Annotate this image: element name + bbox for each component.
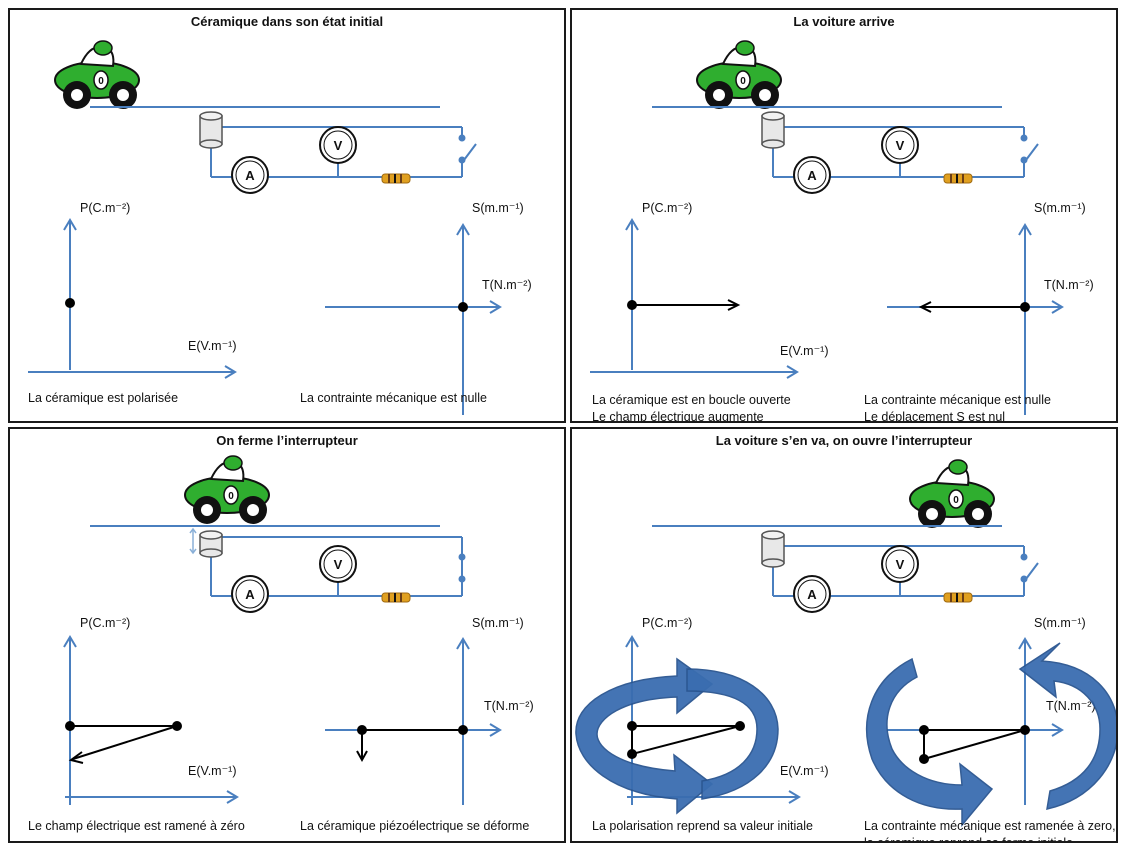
compression-arrow [189, 527, 197, 555]
panel-initial-state: Céramique dans son état initial 0 [8, 8, 566, 423]
strain-return-path [923, 729, 1026, 760]
caption-left: Le champ électrique est ramené à zéro [28, 819, 245, 833]
zero-field-point [627, 749, 637, 759]
car-number: 0 [740, 76, 746, 87]
circuit [90, 106, 477, 178]
field-point [735, 721, 745, 731]
voltmeter: V [881, 126, 919, 164]
circuit [652, 525, 1039, 597]
panel-title: On ferme l’interrupteur [216, 433, 358, 448]
svg-text:A: A [245, 587, 255, 602]
ceramic-cylinder-icon [199, 530, 223, 558]
e-axis-label: E(V.m⁻¹) [780, 344, 829, 358]
panel-car-leaves: La voiture s’en va, on ouvre l’interrupt… [570, 427, 1118, 843]
panel-diagram: 0 V A [28, 40, 532, 415]
stress-point [1020, 725, 1030, 735]
deformation-point [919, 725, 929, 735]
caption-left: La polarisation reprend sa valeur initia… [592, 819, 813, 833]
stress-arrow [918, 301, 1025, 313]
ammeter: A [793, 156, 831, 194]
s-t-graph [887, 223, 1064, 415]
panel-title: La voiture arrive [793, 14, 895, 29]
voltmeter: V [881, 545, 919, 583]
svg-text:V: V [896, 557, 905, 572]
circuit [652, 106, 1039, 178]
cycle-arrow-right-icon [865, 642, 1116, 828]
svg-text:V: V [896, 138, 905, 153]
e-axis-label: E(V.m⁻¹) [188, 339, 237, 353]
panel-diagram: 0 V A [575, 459, 1116, 828]
panel-title: La voiture s’en va, on ouvre l’interrupt… [715, 433, 973, 448]
t-axis-label: T(N.m⁻²) [482, 278, 532, 292]
ammeter: A [231, 575, 269, 613]
stress-point [458, 302, 468, 312]
deformed-point [919, 754, 929, 764]
stress-point [458, 725, 468, 735]
panel-diagram: 0 V A [590, 40, 1094, 415]
voltmeter: V [319, 545, 357, 583]
s-axis-label: S(m.m⁻¹) [472, 201, 524, 215]
p-axis-label: P(C.m⁻²) [642, 616, 692, 630]
resistor-icon [381, 592, 411, 603]
p-axis-label: P(C.m⁻²) [80, 616, 130, 630]
p-axis-label: P(C.m⁻²) [642, 201, 692, 215]
caption-right: La contrainte mécanique est ramenée à ze… [864, 819, 1116, 843]
ammeter: A [793, 575, 831, 613]
p-axis-label: P(C.m⁻²) [80, 201, 130, 215]
p-e-graph [28, 218, 237, 379]
s-axis-label: S(m.m⁻¹) [472, 616, 524, 630]
t-axis-label: T(N.m⁻²) [484, 699, 534, 713]
svg-text:V: V [334, 557, 343, 572]
car-number: 0 [953, 495, 959, 506]
ammeter: A [231, 156, 269, 194]
deformation-path [356, 729, 463, 763]
race-car-icon: 0 [184, 455, 270, 524]
svg-text:A: A [807, 587, 817, 602]
ceramic-cylinder-icon [761, 530, 785, 568]
e-axis-label: E(V.m⁻¹) [188, 764, 237, 778]
svg-text:A: A [807, 168, 817, 183]
resistor-icon [943, 592, 973, 603]
caption-right: La contrainte mécanique est nulle [300, 391, 487, 405]
svg-text:V: V [334, 138, 343, 153]
field-increase-arrow [632, 299, 741, 311]
s-t-graph [325, 223, 502, 415]
p-e-graph [63, 635, 239, 805]
car-number: 0 [98, 76, 104, 87]
polarization-point [627, 721, 637, 731]
svg-text:A: A [245, 168, 255, 183]
race-car-icon: 0 [696, 40, 782, 109]
resistor-icon [381, 173, 411, 184]
s-axis-label: S(m.m⁻¹) [1034, 616, 1086, 630]
polarization-point [65, 721, 75, 731]
polarization-return-path [631, 725, 741, 755]
cycle-arrow-left-icon [575, 657, 779, 815]
panel-diagram: 0 V A [63, 455, 534, 805]
s-t-graph [325, 637, 502, 805]
polarization-point [65, 298, 75, 308]
p-e-graph [590, 218, 799, 379]
deformation-point [357, 725, 367, 735]
resistor-icon [943, 173, 973, 184]
ceramic-cylinder-icon [761, 111, 785, 149]
t-axis-label: T(N.m⁻²) [1046, 699, 1096, 713]
circuit [90, 525, 466, 597]
car-number: 0 [228, 491, 234, 502]
e-axis-label: E(V.m⁻¹) [780, 764, 829, 778]
field-point [172, 721, 182, 731]
ceramic-cylinder-icon [199, 111, 223, 149]
caption-left: La céramique est polarisée [28, 391, 179, 405]
race-car-icon: 0 [909, 459, 995, 528]
panel-switch-closed: On ferme l’interrupteur 0 [8, 427, 566, 843]
t-axis-label: T(N.m⁻²) [1044, 278, 1094, 292]
panel-car-arrives: La voiture arrive 0 [570, 8, 1118, 423]
panel-title: Céramique dans son état initial [190, 14, 384, 29]
race-car-icon: 0 [54, 40, 140, 109]
caption-right: La céramique piézoélectrique se déforme [300, 819, 530, 833]
s-axis-label: S(m.m⁻¹) [1034, 201, 1086, 215]
field-reset-path [68, 725, 178, 764]
voltmeter: V [319, 126, 357, 164]
